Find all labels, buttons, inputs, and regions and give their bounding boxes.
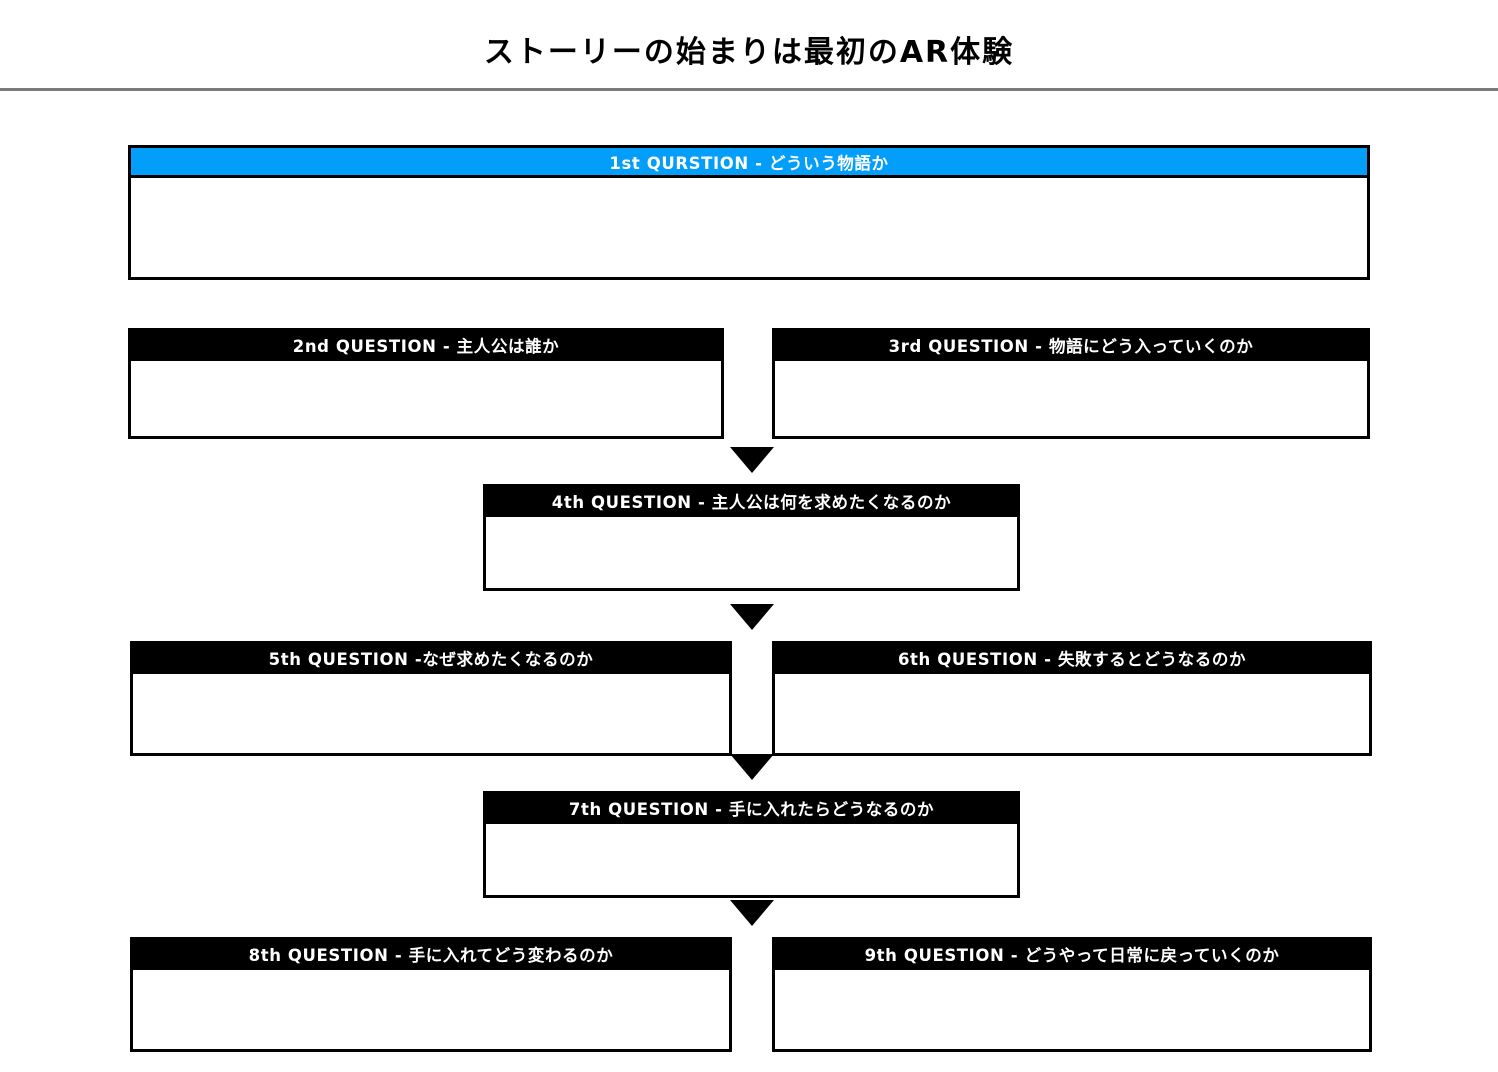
question-card-2-header: 2nd QUESTION - 主人公は誰か	[128, 328, 724, 361]
question-card-4: 4th QUESTION - 主人公は何を求めたくなるのか	[483, 484, 1020, 591]
question-card-7-answer-area[interactable]	[483, 824, 1020, 898]
question-card-6-header: 6th QUESTION - 失敗するとどうなるのか	[772, 641, 1372, 674]
question-card-1-answer-area[interactable]	[128, 178, 1370, 280]
question-card-2: 2nd QUESTION - 主人公は誰か	[128, 328, 724, 439]
question-card-6: 6th QUESTION - 失敗するとどうなるのか	[772, 641, 1372, 756]
triangle-down-icon	[730, 900, 774, 926]
question-card-7-header: 7th QUESTION - 手に入れたらどうなるのか	[483, 791, 1020, 824]
triangle-down-icon	[730, 754, 774, 780]
question-card-7: 7th QUESTION - 手に入れたらどうなるのか	[483, 791, 1020, 898]
question-card-9-answer-area[interactable]	[772, 970, 1372, 1052]
question-card-3-header: 3rd QUESTION - 物語にどう入っていくのか	[772, 328, 1370, 361]
page-title: ストーリーの始まりは最初のAR体験	[483, 35, 1015, 70]
question-card-9: 9th QUESTION - どうやって日常に戻っていくのか	[772, 937, 1372, 1052]
question-card-1: 1st QURSTION - どういう物語か	[128, 145, 1370, 280]
page-header: ストーリーの始まりは最初のAR体験	[0, 0, 1498, 91]
question-card-5-answer-area[interactable]	[130, 674, 732, 756]
question-card-3-answer-area[interactable]	[772, 361, 1370, 439]
question-card-6-answer-area[interactable]	[772, 674, 1372, 756]
question-card-5-header: 5th QUESTION -なぜ求めたくなるのか	[130, 641, 732, 674]
question-card-8-answer-area[interactable]	[130, 970, 732, 1052]
question-card-8-header: 8th QUESTION - 手に入れてどう変わるのか	[130, 937, 732, 970]
question-card-8: 8th QUESTION - 手に入れてどう変わるのか	[130, 937, 732, 1052]
triangle-down-icon	[730, 604, 774, 630]
question-card-5: 5th QUESTION -なぜ求めたくなるのか	[130, 641, 732, 756]
triangle-down-icon	[730, 447, 774, 473]
question-card-9-header: 9th QUESTION - どうやって日常に戻っていくのか	[772, 937, 1372, 970]
question-card-1-header: 1st QURSTION - どういう物語か	[128, 145, 1370, 178]
question-card-3: 3rd QUESTION - 物語にどう入っていくのか	[772, 328, 1370, 439]
question-card-4-answer-area[interactable]	[483, 517, 1020, 591]
header-divider	[0, 88, 1498, 91]
question-card-2-answer-area[interactable]	[128, 361, 724, 439]
question-card-4-header: 4th QUESTION - 主人公は何を求めたくなるのか	[483, 484, 1020, 517]
